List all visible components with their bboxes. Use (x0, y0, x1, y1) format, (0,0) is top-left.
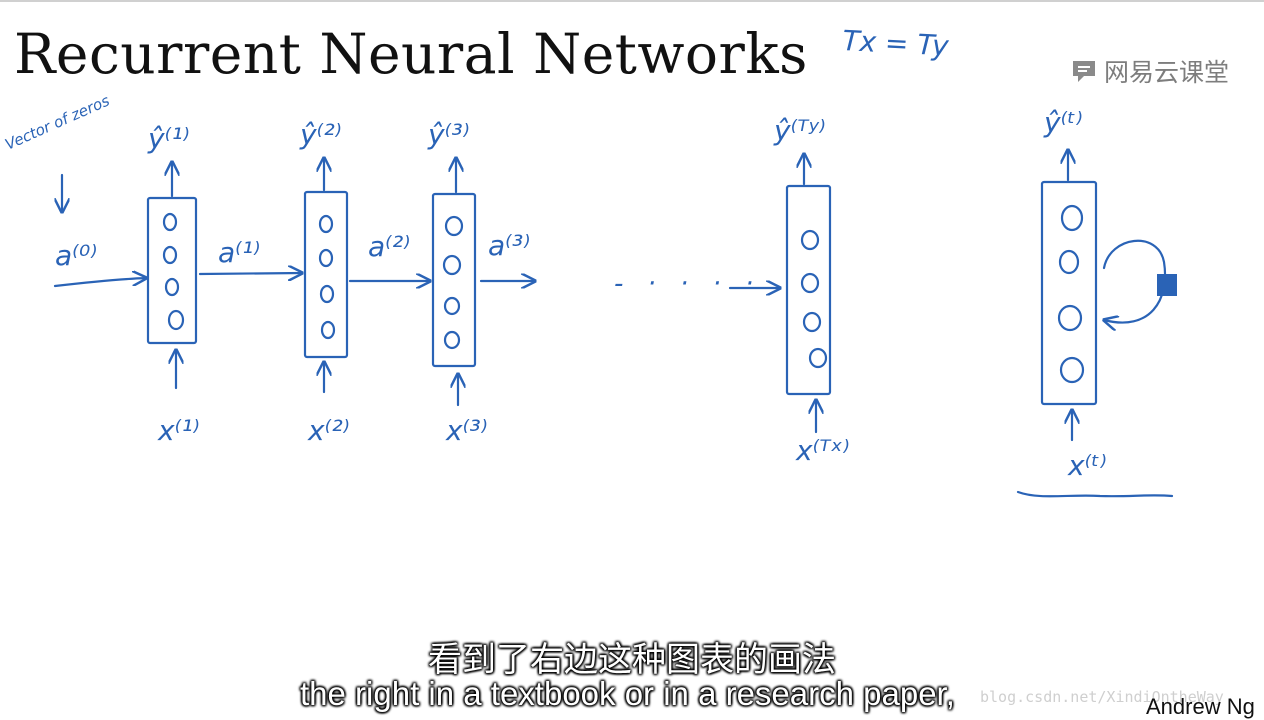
underline-stroke (1016, 490, 1174, 498)
netease-cloud-classroom-logo: 网易云课堂 (1070, 56, 1230, 87)
subtitle-english: the right in a textbook or in a research… (300, 675, 955, 712)
logo-text: 网易云课堂 (1104, 58, 1230, 87)
recurrent-delay-marker (1157, 274, 1177, 296)
vector-of-zeros-note: Vector of zeros (2, 91, 112, 153)
rnn-cell-1 (146, 196, 198, 345)
author-name: Andrew Ng (1146, 694, 1255, 719)
chat-bubble-icon (1073, 61, 1095, 82)
input-label-3: x⁽³⁾ (445, 414, 488, 447)
subtitle-chinese: 看到了右边这种图表的画法 (428, 640, 836, 680)
input-label-1: x⁽¹⁾ (157, 414, 200, 447)
input-label-last: x⁽ᵀˣ⁾ (795, 434, 850, 467)
recurrent-loop (1104, 239, 1167, 323)
rnn-cell-2 (303, 190, 349, 359)
activation-label-3: a⁽³⁾ (488, 229, 530, 262)
output-label-last: ŷ⁽ᵀʸ⁾ (773, 114, 826, 147)
rnn-cell-3 (431, 192, 477, 368)
input-label-2: x⁽²⁾ (307, 414, 350, 447)
tx-equals-ty-note: Tx = Ty (842, 24, 950, 63)
activation-arrow-1 (198, 273, 302, 274)
output-label-3: ŷ⁽³⁾ (427, 118, 470, 151)
output-label-recurrent: ŷ⁽ᵗ⁾ (1043, 106, 1083, 139)
top-border (0, 0, 1264, 2)
activation-arrow-0 (53, 278, 146, 288)
activation-label-1: a⁽¹⁾ (218, 236, 260, 269)
output-label-1: ŷ⁽¹⁾ (147, 122, 190, 155)
activation-label-2: a⁽²⁾ (368, 230, 410, 263)
input-label-recurrent: x⁽ᵗ⁾ (1067, 449, 1107, 482)
output-label-2: ŷ⁽²⁾ (299, 118, 342, 151)
initial-activation-label: a⁽⁰⁾ (55, 239, 97, 272)
watermark: blog.csdn.net/XindiOntheWay (980, 688, 1224, 706)
slide-title: Recurrent Neural Networks (14, 22, 808, 86)
rnn-recurrent-cell (1040, 180, 1098, 406)
rnn-cell-last (785, 184, 832, 396)
ellipsis: - · · · · (614, 269, 762, 299)
